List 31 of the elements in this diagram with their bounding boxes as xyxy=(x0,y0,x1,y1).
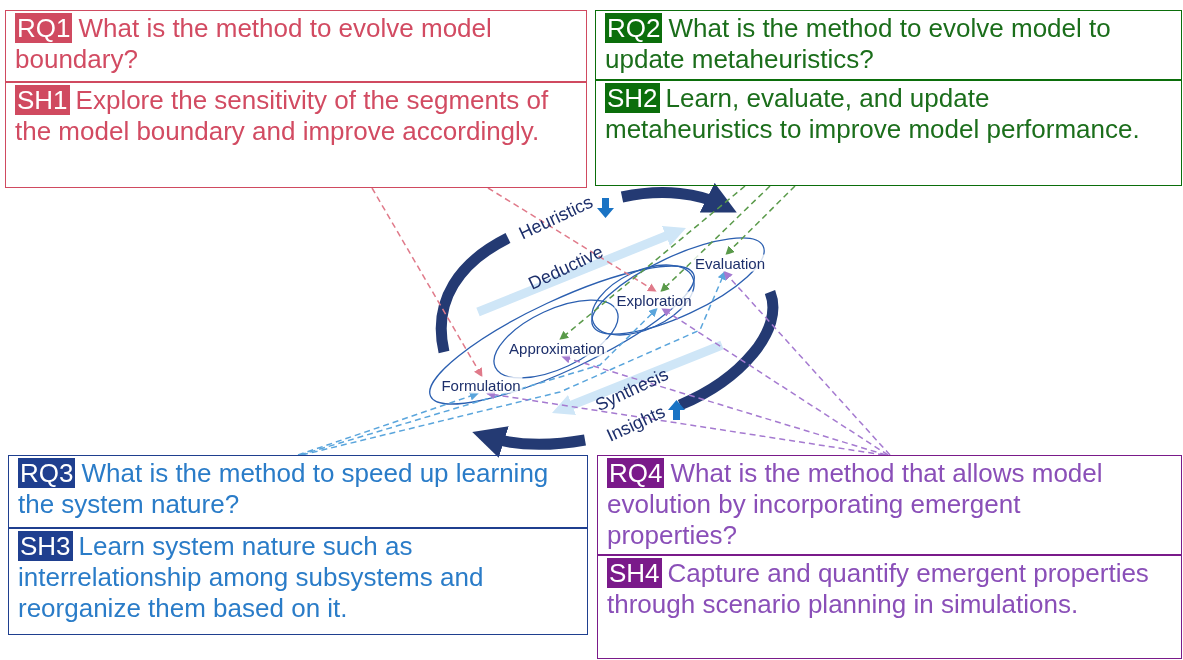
dashed-arrow xyxy=(299,307,658,456)
stage-label: Exploration xyxy=(614,291,694,309)
dashed-arrow xyxy=(559,185,746,341)
question-box xyxy=(5,10,587,82)
dashed-arrow xyxy=(487,187,657,293)
hypothesis-box xyxy=(597,555,1182,659)
hypothesis-box xyxy=(8,528,588,635)
dashed-arrow xyxy=(561,354,887,456)
question-text: RQ4 What is the method that allows model evolution by incorporating emergent properties? xyxy=(607,458,1104,551)
hypothesis-text: SH3 Learn system nature such as interrelationship among subsystems and reorganize them based on it. xyxy=(18,531,485,624)
dashed-arrow xyxy=(371,187,483,378)
hypothesis-text: SH2 Learn, evaluate, and update metaheuristics to improve model performance. xyxy=(605,83,1141,145)
question-text: RQ1 What is the method to evolve model boundary? xyxy=(15,13,493,75)
question-box xyxy=(595,10,1182,80)
dashed-arrow xyxy=(301,270,726,456)
stage-label: Approximation xyxy=(507,339,607,357)
dashed-arrow xyxy=(660,185,771,293)
question-text: RQ3 What is the method to speed up learning the system nature? xyxy=(18,458,550,520)
stage-label: Evaluation xyxy=(692,254,768,272)
dashed-arrow xyxy=(661,307,889,456)
dashed-arrow xyxy=(725,185,796,256)
hypothesis-text: SH1 Explore the sensitivity of the segments of the model boundary and improve accordingly. xyxy=(15,85,550,147)
stage-label: Formulation xyxy=(439,376,523,394)
hypothesis-text: SH4 Capture and quantify emergent properties through scenario planning in simulations. xyxy=(607,558,1150,620)
question-text: RQ2 What is the method to evolve model to update metaheuristics? xyxy=(605,13,1112,75)
hypothesis-box xyxy=(5,82,587,188)
hypothesis-box xyxy=(595,80,1182,186)
dashed-arrow xyxy=(723,270,891,456)
question-box xyxy=(597,455,1182,555)
dashed-arrow xyxy=(297,391,479,456)
question-box xyxy=(8,455,588,528)
